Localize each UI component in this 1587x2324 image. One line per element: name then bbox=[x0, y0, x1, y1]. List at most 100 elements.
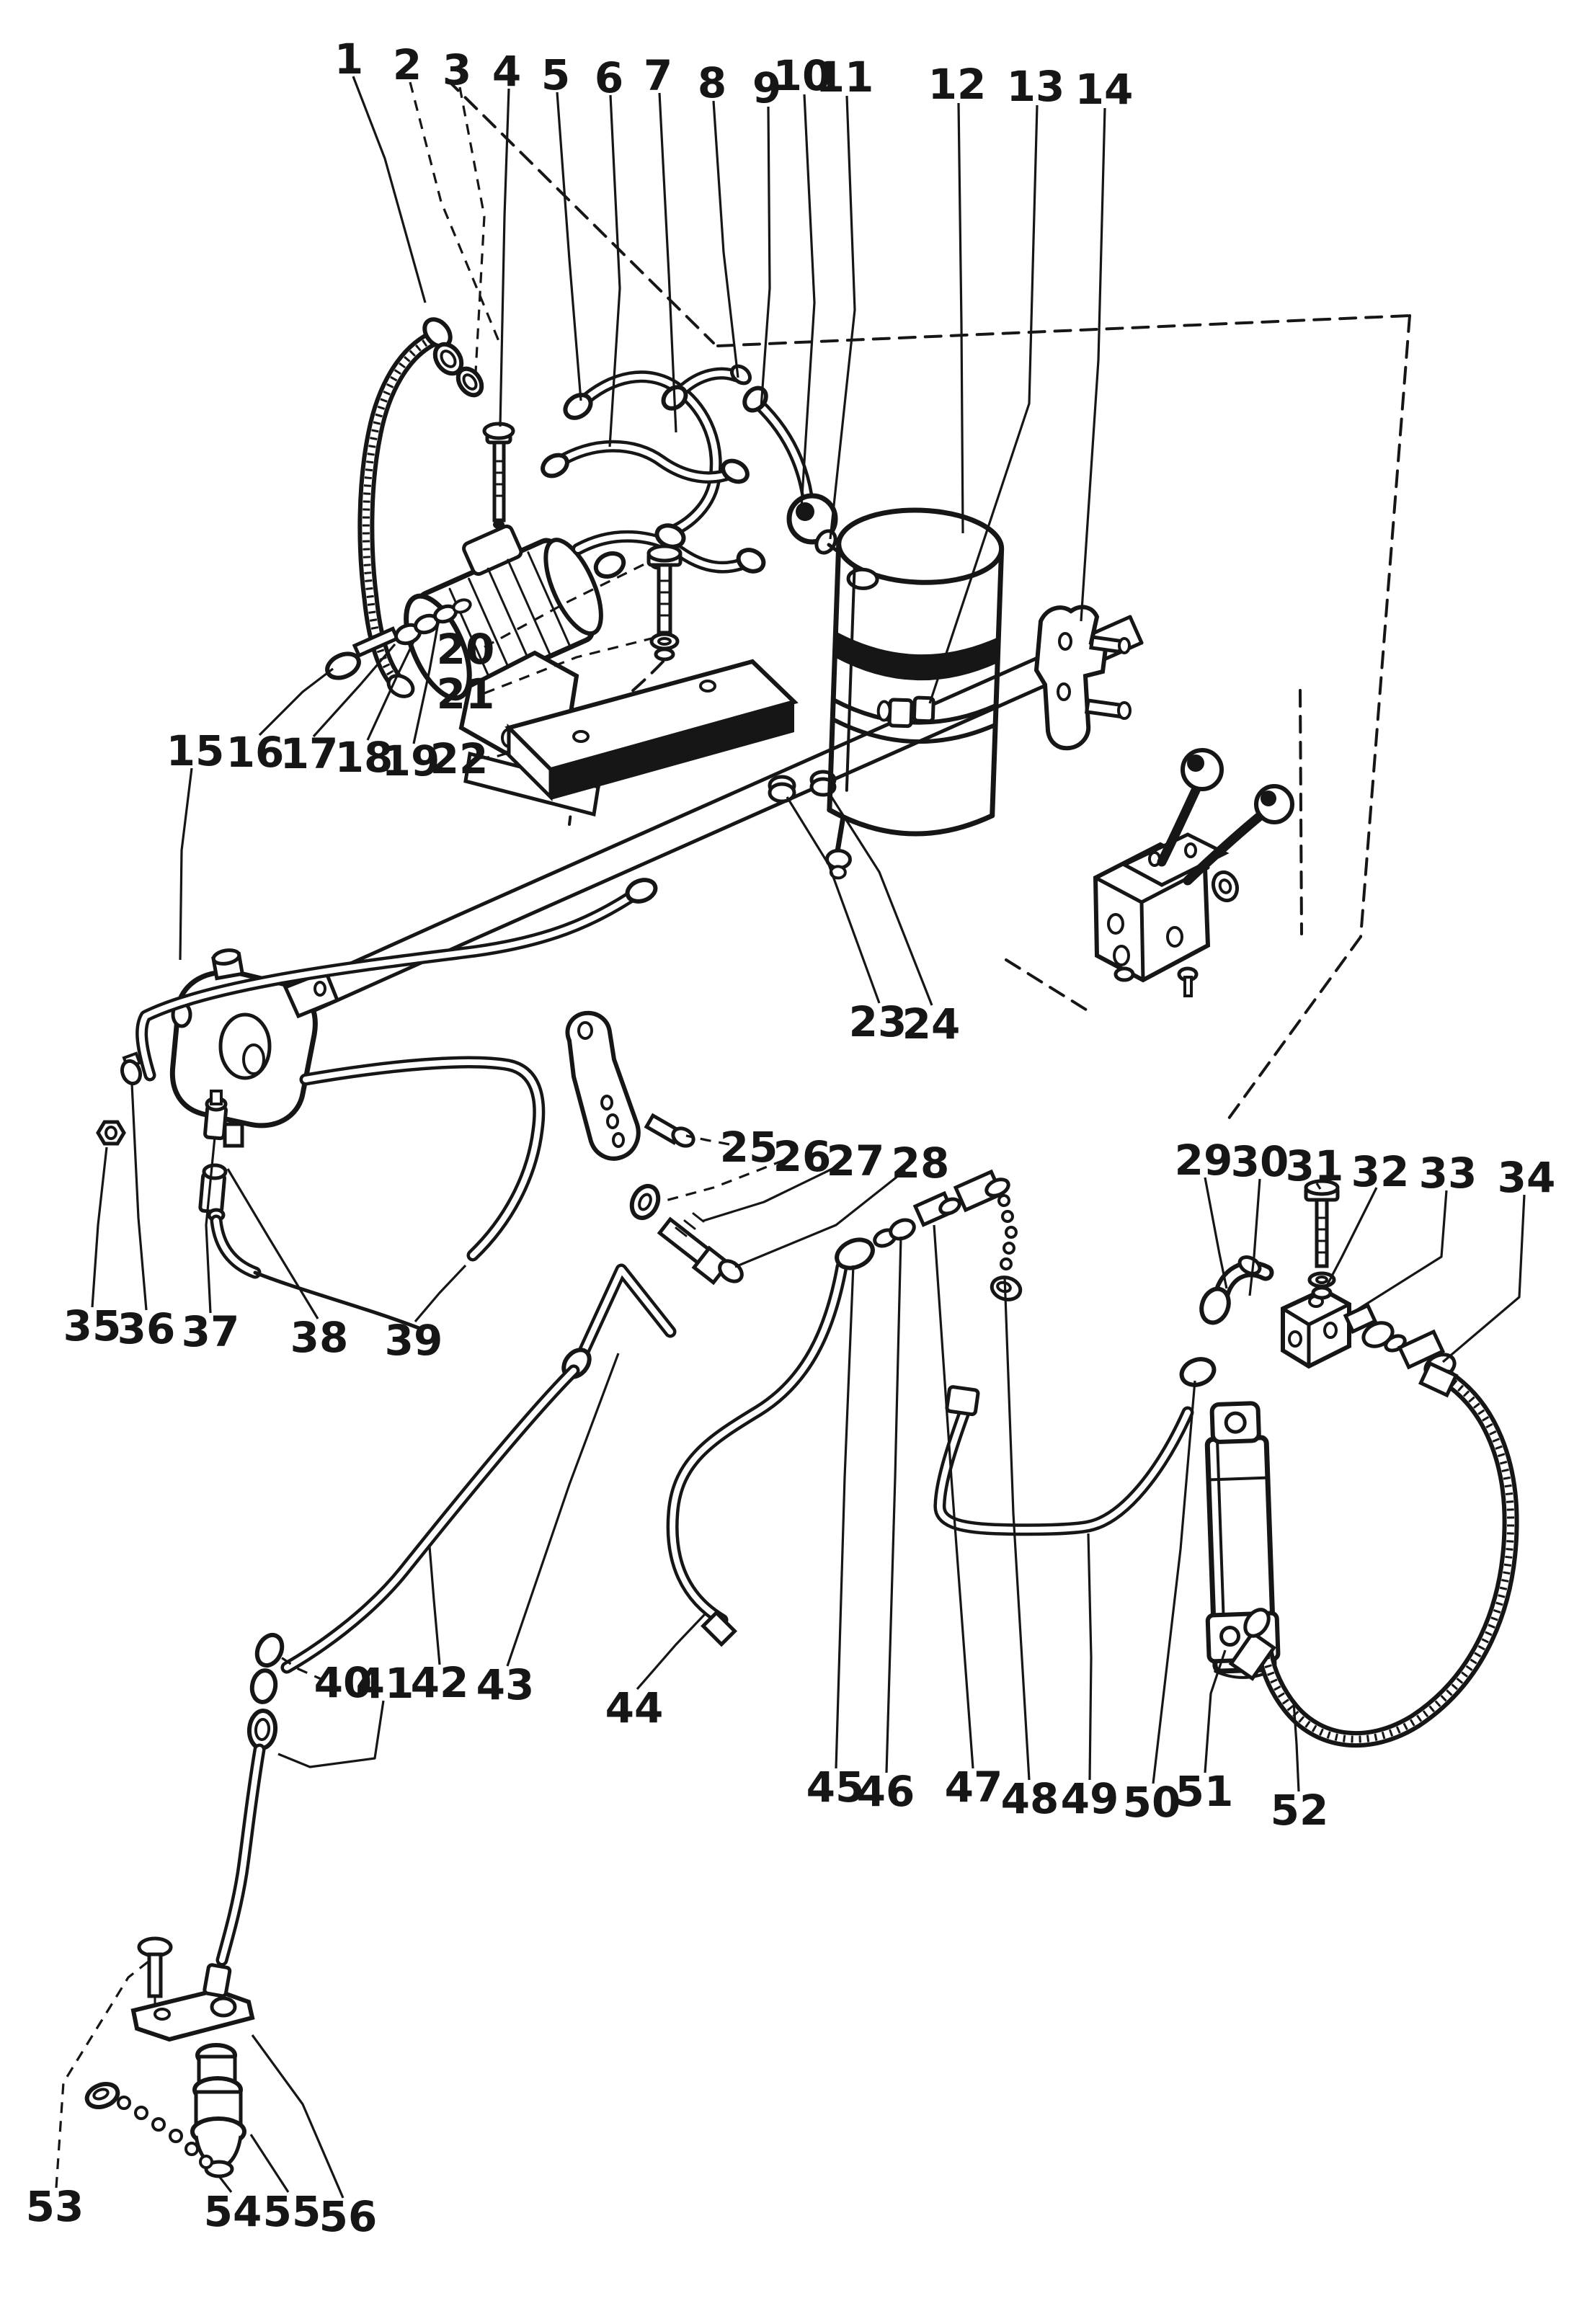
pump-pipes bbox=[541, 364, 867, 579]
leader-line-51 bbox=[1204, 1649, 1227, 1773]
leader-line-41 bbox=[277, 1700, 385, 1768]
leader-line-20 bbox=[484, 562, 646, 649]
part-number-17: 17 bbox=[280, 729, 339, 778]
brake-valve-assembly bbox=[96, 948, 423, 1331]
pipe-44 bbox=[666, 1260, 848, 1647]
part-number-22: 22 bbox=[430, 734, 489, 783]
part-number-51: 51 bbox=[1175, 1767, 1234, 1816]
leader-line-52 bbox=[1292, 1701, 1300, 1792]
valve-nut bbox=[96, 1120, 126, 1146]
leader-line-23 bbox=[786, 796, 881, 1004]
leader-line-25 bbox=[685, 1134, 730, 1146]
tank-mount-nuts bbox=[768, 770, 837, 803]
leader-line-27 bbox=[703, 1165, 839, 1222]
leader-line-47 bbox=[933, 1224, 974, 1769]
part-number-49: 49 bbox=[1061, 1774, 1119, 1823]
part-number-55: 55 bbox=[263, 2187, 321, 2236]
pipe-15 bbox=[135, 878, 658, 1082]
pipe-42 bbox=[215, 1263, 677, 1967]
valve-connectors bbox=[198, 1090, 423, 1331]
leader-line-44 bbox=[636, 1613, 706, 1691]
leader-line-43 bbox=[506, 1353, 620, 1667]
part-number-18: 18 bbox=[335, 733, 394, 782]
leader-line-33 bbox=[1351, 1190, 1448, 1314]
leader-line-6 bbox=[608, 94, 621, 448]
leader-line-34 bbox=[1441, 1194, 1526, 1363]
coupling-cap-chain bbox=[84, 2082, 213, 2169]
part-number-3: 3 bbox=[443, 45, 471, 94]
leader-line-32 bbox=[1325, 1187, 1378, 1288]
tank-clamp-buckle bbox=[876, 695, 935, 729]
oil-reservoir bbox=[824, 507, 1005, 880]
valve-lever-1 bbox=[1157, 748, 1224, 867]
leader-line-7 bbox=[658, 92, 677, 433]
part-number-54: 54 bbox=[204, 2187, 262, 2236]
leader-line-14 bbox=[1080, 107, 1106, 622]
coupling-pin-bolt bbox=[137, 1936, 173, 2011]
part-number-35: 35 bbox=[63, 1301, 122, 1350]
part-number-12: 12 bbox=[928, 60, 987, 109]
leader-line-40 bbox=[276, 1653, 325, 1682]
leader-line-30 bbox=[1248, 1178, 1261, 1296]
leader-line-45 bbox=[835, 1265, 855, 1769]
part-number-41: 41 bbox=[356, 1659, 414, 1708]
part-number-27: 27 bbox=[827, 1136, 885, 1185]
leader-line-9 bbox=[760, 106, 771, 409]
leader-line-42 bbox=[428, 1546, 441, 1665]
leader-line-4 bbox=[499, 88, 510, 427]
pressure-hose bbox=[1228, 1361, 1519, 1748]
part-number-11: 11 bbox=[816, 53, 874, 102]
valve-lever-2 bbox=[1183, 784, 1294, 886]
part-number-46: 46 bbox=[857, 1767, 915, 1816]
part-number-52: 52 bbox=[1271, 1786, 1329, 1835]
part-number-20: 20 bbox=[437, 625, 495, 674]
pipe-end-nut bbox=[203, 1963, 232, 1998]
bolt-28 bbox=[657, 1212, 744, 1286]
leader-line-18 bbox=[366, 638, 417, 741]
junction-block bbox=[1281, 1287, 1351, 1369]
part-number-25: 25 bbox=[720, 1123, 778, 1172]
leader-line-3 bbox=[458, 86, 486, 373]
leader-line-17 bbox=[312, 643, 396, 738]
leader-line-21 bbox=[484, 637, 652, 695]
leader-line-29 bbox=[1204, 1177, 1228, 1289]
coupling-parts-45-48 bbox=[835, 1169, 1023, 1301]
leader-line-12 bbox=[957, 102, 964, 534]
part-number-8: 8 bbox=[698, 58, 726, 107]
part-number-50: 50 bbox=[1123, 1778, 1181, 1827]
washer-26-27 bbox=[629, 1183, 661, 1221]
part-number-30: 30 bbox=[1231, 1137, 1289, 1186]
part-number-5: 5 bbox=[541, 50, 570, 99]
part-number-10: 10 bbox=[773, 51, 832, 100]
plate-bolt bbox=[646, 544, 683, 662]
leader-line-48 bbox=[1003, 1276, 1031, 1781]
leader-line-19 bbox=[412, 622, 440, 744]
leader-line-49 bbox=[1087, 1533, 1093, 1781]
pipe-49 bbox=[933, 1357, 1217, 1536]
leader-line-16 bbox=[258, 667, 334, 736]
leader-line-50 bbox=[1152, 1380, 1196, 1784]
leader-line-13 bbox=[928, 104, 1039, 704]
part-number-45: 45 bbox=[806, 1763, 865, 1812]
leader-line-53 bbox=[55, 1960, 149, 2189]
valve-fitting bbox=[120, 1051, 143, 1086]
leader-line-22 bbox=[478, 751, 511, 760]
part-number-42: 42 bbox=[411, 1658, 469, 1707]
part-number-38: 38 bbox=[290, 1313, 349, 1362]
leader-line-39 bbox=[414, 1264, 467, 1323]
part-number-28: 28 bbox=[892, 1139, 950, 1188]
part-number-29: 29 bbox=[1175, 1136, 1233, 1185]
part-number-34: 34 bbox=[1498, 1153, 1556, 1202]
part-number-2: 2 bbox=[393, 40, 422, 89]
part-number-13: 13 bbox=[1007, 62, 1065, 111]
support-bracket bbox=[1033, 605, 1132, 751]
part-number-19: 19 bbox=[382, 736, 440, 785]
leader-line-5 bbox=[556, 92, 582, 401]
leader-line-8 bbox=[712, 100, 739, 378]
leader-line-36 bbox=[130, 1083, 148, 1311]
part-number-7: 7 bbox=[644, 51, 672, 100]
leader-line-46 bbox=[885, 1236, 902, 1773]
leader-line-15 bbox=[179, 767, 193, 961]
